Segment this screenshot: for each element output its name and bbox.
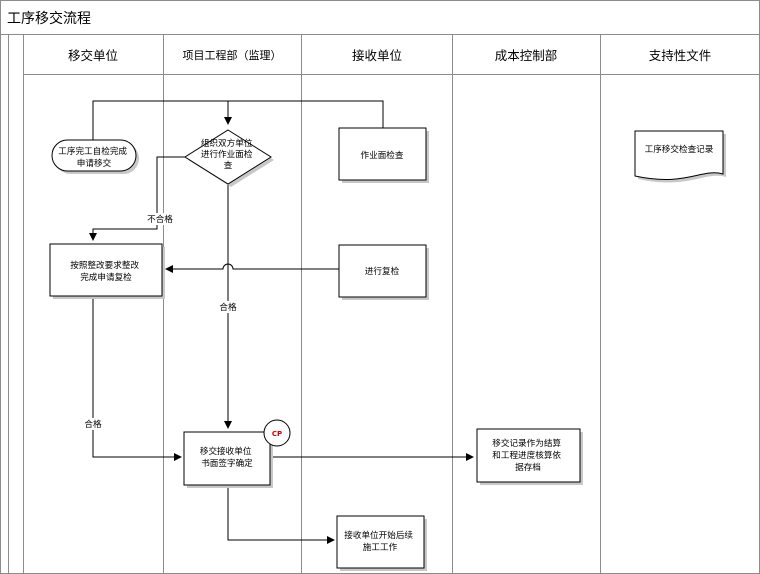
node-confirm-sign: 移交接收单位 书面签字确定 bbox=[183, 431, 273, 488]
node-recheck: 进行复检 bbox=[338, 244, 429, 300]
condition-label-bg bbox=[144, 213, 176, 225]
node-text-line: 申请移交 bbox=[77, 157, 112, 169]
svg-text:进行复检: 进行复检 bbox=[365, 265, 400, 277]
node-text-line: 移交接收单位 bbox=[200, 445, 252, 457]
node-text-line: 进行复检 bbox=[365, 265, 400, 277]
condition-label-bg bbox=[82, 418, 104, 430]
svg-text:作业面检查: 作业面检查 bbox=[361, 149, 404, 161]
node-text-line: 据存档 bbox=[515, 461, 541, 473]
svg-text:移交记录作为结算 和工程进度核算依: 移交记录作为结算 和工程进度核算依 据存档 bbox=[492, 437, 564, 473]
node-text-line: 组织双方单位 bbox=[201, 137, 253, 149]
lane-header-cost-control: 成本控制部 bbox=[495, 48, 558, 63]
node-text-line: 工序移交检查记录 bbox=[645, 143, 714, 155]
cp-label: CP bbox=[272, 430, 282, 438]
node-document-record: 工序移交检查记录 bbox=[634, 130, 726, 183]
node-handover-apply: 工序完工自检完成 申请移交 bbox=[51, 139, 139, 174]
lane-header-supporting-docs: 支持性文件 bbox=[649, 48, 712, 63]
node-text-line: 按照整改要求整改 bbox=[70, 259, 139, 271]
condition-label-bg bbox=[217, 301, 239, 313]
node-text-line: 和工程进度核算依 bbox=[492, 449, 561, 461]
node-text-line: 接收单位开始后续 bbox=[344, 529, 413, 541]
node-cost-record: 移交记录作为结算 和工程进度核算依 据存档 bbox=[476, 428, 583, 485]
svg-text:工序移交检查记录: 工序移交检查记录 bbox=[645, 143, 714, 155]
node-receive-start: 接收单位开始后续 施工工作 bbox=[336, 515, 427, 571]
lane-header-handover-unit: 移交单位 bbox=[68, 48, 118, 63]
node-rectify: 按照整改要求整改 完成申请复检 bbox=[49, 243, 165, 299]
svg-text:按照整改要求整改 完成申请复检: 按照整改要求整改 完成申请复检 bbox=[70, 259, 142, 283]
connector-confirm-to-receive bbox=[227, 485, 335, 544]
title-bar bbox=[0, 0, 760, 35]
node-surface-check: 作业面检查 bbox=[338, 127, 429, 183]
condition-fail-label: 不合格 bbox=[147, 213, 173, 225]
svg-text:接收单位开始后续 施工工作: 接收单位开始后续 施工工作 bbox=[344, 529, 416, 553]
node-text-line: 进行作业面检 bbox=[201, 148, 253, 160]
node-text-line: 作业面检查 bbox=[361, 149, 404, 161]
connector-rectify-to-confirm bbox=[92, 296, 182, 461]
diagram-title: 工序移交流程 bbox=[7, 10, 91, 27]
node-text-line: 移交记录作为结算 bbox=[492, 437, 561, 449]
condition-pass-left-label: 合格 bbox=[84, 418, 102, 430]
node-text-line: 工序完工自检完成 bbox=[58, 145, 127, 157]
control-point-badge: CP bbox=[263, 419, 291, 447]
node-organize-inspection: 组织双方单位 进行作业面检 查 bbox=[184, 129, 274, 187]
svg-text:组织双方单位 进行作业面检 查: 组织双方单位 进行作业面检 查 bbox=[201, 137, 255, 171]
condition-pass-middle-label: 合格 bbox=[219, 301, 237, 313]
node-text-line: 书面签字确定 bbox=[201, 457, 253, 469]
svg-text:移交接收单位 书面签字确定: 移交接收单位 书面签字确定 bbox=[200, 445, 254, 469]
svg-text:工序完工自检完成 申请移交: 工序完工自检完成 申请移交 bbox=[58, 145, 130, 169]
connector-loop-top bbox=[92, 100, 384, 140]
node-text-line: 完成申请复检 bbox=[80, 271, 132, 283]
lane-header-project-dept: 项目工程部（监理） bbox=[183, 48, 282, 62]
node-text-line: 施工工作 bbox=[363, 541, 398, 553]
connector-fail-to-rectify bbox=[89, 156, 187, 241]
lane-header-receiving-unit: 接收单位 bbox=[352, 48, 402, 63]
node-text-line: 查 bbox=[224, 159, 233, 171]
